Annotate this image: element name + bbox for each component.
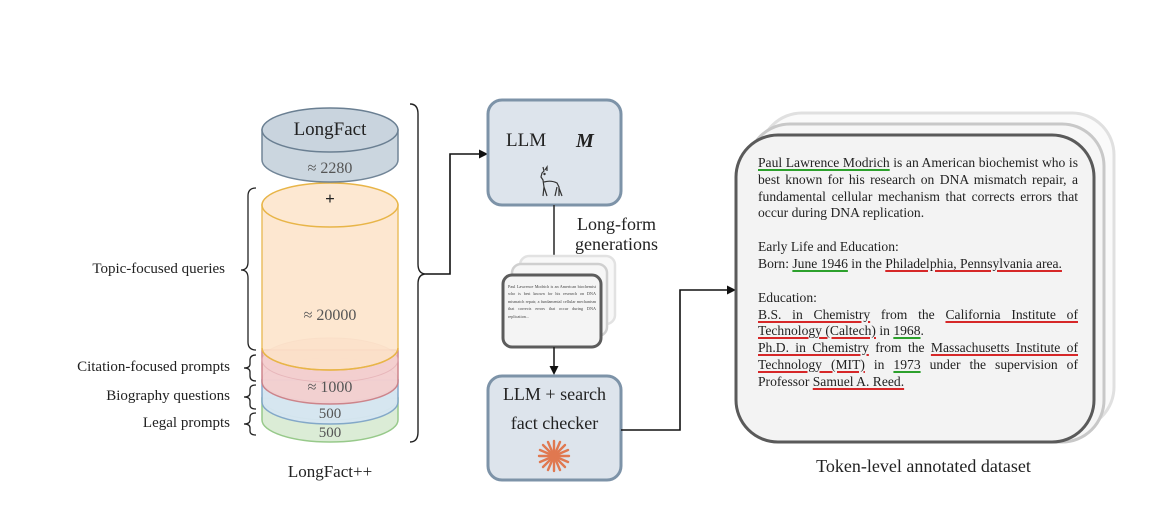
- annotated-doc-text: Paul Lawrence Modrich is an American bio…: [758, 155, 1078, 391]
- generations-label-line1: Long-form: [576, 214, 656, 234]
- mini-doc-stack: [501, 254, 617, 349]
- citation-count: ≈ 1000: [307, 379, 353, 396]
- annotated-doc-stack: [734, 111, 1116, 444]
- doc-edu-bs: B.S. in Chemistry from the California In…: [758, 307, 1078, 341]
- generations-label: Long-form generations: [575, 214, 658, 254]
- plain-text: from the: [870, 306, 946, 322]
- left-braces: [240, 187, 257, 436]
- doc-edu-phd: Ph.D. in Chemistry from the Massachusett…: [758, 340, 1078, 390]
- plain-text: from the: [868, 340, 931, 356]
- plain-text: Born:: [758, 255, 793, 271]
- claim-unsupported: Massachusetts Institute of Technology (M…: [758, 340, 1078, 372]
- annotated-doc-card: [734, 133, 1096, 444]
- arrow-to-annotated: [621, 285, 736, 431]
- generations-label-line2: generations: [575, 234, 658, 254]
- topic-layer: [261, 182, 399, 371]
- arrow-to-checker: [549, 347, 559, 375]
- topic-count: ≈ 20000: [303, 307, 357, 324]
- claim-unsupported: Philadelphia, Pennsylvania area.: [885, 255, 1062, 271]
- longfact-count: ≈ 2280: [307, 160, 353, 177]
- doc-heading-education: Education:: [758, 289, 817, 305]
- checker-line1: LLM + search: [502, 384, 607, 404]
- doc-paragraph-intro: Paul Lawrence Modrich is an American bio…: [758, 155, 1078, 222]
- checker-box: [486, 374, 623, 482]
- legal-count: 500: [318, 425, 342, 441]
- llama-icon: [540, 165, 563, 197]
- claim-unsupported: California Institute of Technology (Calt…: [758, 306, 1078, 339]
- plain-text: in: [864, 356, 894, 372]
- longfactpp-caption: LongFact++: [287, 462, 373, 481]
- brace-legal: [243, 412, 257, 436]
- claim-unsupported: B.S. in Chemistry: [758, 306, 871, 322]
- doc-born-line: Born: June 1946 in the Philadelphia, Pen…: [758, 256, 1078, 273]
- claim-supported: 1968: [893, 323, 921, 339]
- mini-doc-card: [501, 273, 603, 349]
- label-citation-focused: Citation-focused prompts: [77, 359, 230, 375]
- doc-heading-early-life: Early Life and Education:: [758, 239, 899, 255]
- brace-citation: [243, 354, 257, 382]
- asterisk-burst-icon: [537, 439, 571, 473]
- annotated-caption: Token-level annotated dataset: [816, 456, 1031, 476]
- claim-supported: 1973: [893, 356, 921, 372]
- brace-topic: [240, 187, 257, 351]
- claim-unsupported: Samuel A. Reed.: [812, 373, 905, 389]
- llm-box: [486, 98, 623, 207]
- brace-longfactpp: [409, 103, 427, 443]
- claim-supported: June 1946: [792, 255, 848, 271]
- plain-text: .: [920, 323, 924, 339]
- claim-unsupported: Ph.D. in Chemistry: [758, 340, 869, 356]
- plain-text: is an American biochemist who is best kn…: [758, 155, 1078, 221]
- longfact-label: LongFact: [293, 119, 367, 140]
- plain-text: in: [875, 323, 894, 339]
- plain-text: under the supervision of Professor: [758, 356, 1079, 389]
- model-symbol: M: [576, 130, 594, 152]
- label-topic-focused: Topic-focused queries: [92, 261, 225, 277]
- claim-supported: Paul Lawrence Modrich: [758, 155, 890, 170]
- brace-biography: [243, 384, 257, 410]
- biography-count: 500: [318, 406, 342, 422]
- mini-doc-text: Paul Lawrence Modrich is an American bio…: [508, 284, 596, 319]
- checker-line2: fact checker: [510, 413, 599, 433]
- label-biography: Biography questions: [106, 388, 230, 404]
- longfact-disk: [261, 107, 399, 183]
- arrow-to-llm: [426, 149, 488, 275]
- plus-sign: +: [325, 189, 335, 208]
- plain-text: in the: [847, 255, 886, 271]
- llm-label: LLM: [506, 130, 547, 151]
- label-legal: Legal prompts: [142, 415, 230, 431]
